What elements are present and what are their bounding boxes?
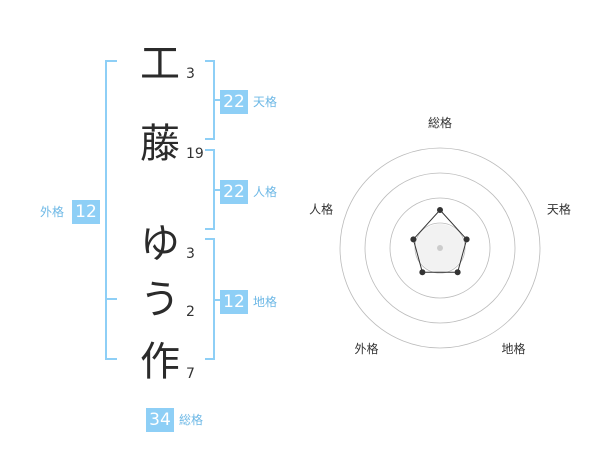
jinkaku-label: 人格 <box>253 185 278 199</box>
radar-point-2 <box>463 236 470 243</box>
chikaku-value-badge: 12 <box>220 290 248 314</box>
stroke-count-2: 19 <box>186 146 204 162</box>
radar-axis-label-4: 外格 <box>355 341 379 356</box>
stroke-count-3: 3 <box>186 246 195 262</box>
radar-polygon <box>412 209 468 273</box>
radar-ring-3 <box>364 172 516 324</box>
chikaku-bracket-tick <box>215 299 221 301</box>
radar-ring-4 <box>339 147 541 349</box>
jinkaku-bracket-top <box>205 149 215 151</box>
chikaku-bracket-bottom <box>205 358 215 360</box>
radar-axis-label-3: 地格 <box>501 341 525 356</box>
radar-axis-label-5: 人格 <box>309 201 333 216</box>
stroke-count-5: 7 <box>186 366 195 382</box>
chikaku-label: 地格 <box>253 295 278 309</box>
tenkaku-bracket-top <box>205 60 215 62</box>
tenkaku-value-badge: 22 <box>220 90 248 114</box>
soukaku-label: 総格 <box>179 413 204 427</box>
radar-center-dot <box>437 245 443 251</box>
name-char-4: う <box>140 277 180 323</box>
radar-axis-label-1: 総格 <box>428 115 452 130</box>
radar-point-5 <box>410 236 417 243</box>
jinkaku-value-badge: 22 <box>220 180 248 204</box>
tenkaku-bracket-tick <box>215 99 221 101</box>
stroke-count-1: 3 <box>186 66 195 82</box>
gaikaku-label: 外格 <box>40 205 65 219</box>
stroke-count-4: 2 <box>186 304 195 320</box>
gaikaku-value-badge: 12 <box>72 200 100 224</box>
radar-ring-2 <box>389 197 491 299</box>
gaikaku-bracket-vertical <box>105 60 107 360</box>
jinkaku-bracket-vertical <box>213 149 215 230</box>
gaikaku-bracket-top <box>105 60 117 62</box>
name-char-1: 工 <box>140 41 180 87</box>
chikaku-bracket-top <box>205 238 215 240</box>
soukaku-value-badge: 34 <box>146 408 174 432</box>
tenkaku-bracket-bottom <box>205 138 215 140</box>
radar-point-4 <box>419 269 426 276</box>
chikaku-bracket-vertical <box>213 238 215 360</box>
radar-axis-label-2: 天格 <box>547 201 571 216</box>
name-char-2: 藤 <box>140 121 180 167</box>
radar-ring-1 <box>414 222 466 274</box>
gaikaku-bracket-middle <box>105 298 117 300</box>
jinkaku-bracket-bottom <box>205 228 215 230</box>
radar-point-3 <box>454 269 461 276</box>
name-char-5: 作 <box>140 339 180 385</box>
tenkaku-bracket-vertical <box>213 60 215 140</box>
gaikaku-bracket-bottom <box>105 358 117 360</box>
tenkaku-label: 天格 <box>253 95 278 109</box>
radar-point-1 <box>437 207 443 213</box>
name-char-3: ゆ <box>140 221 180 267</box>
jinkaku-bracket-tick <box>215 189 221 191</box>
